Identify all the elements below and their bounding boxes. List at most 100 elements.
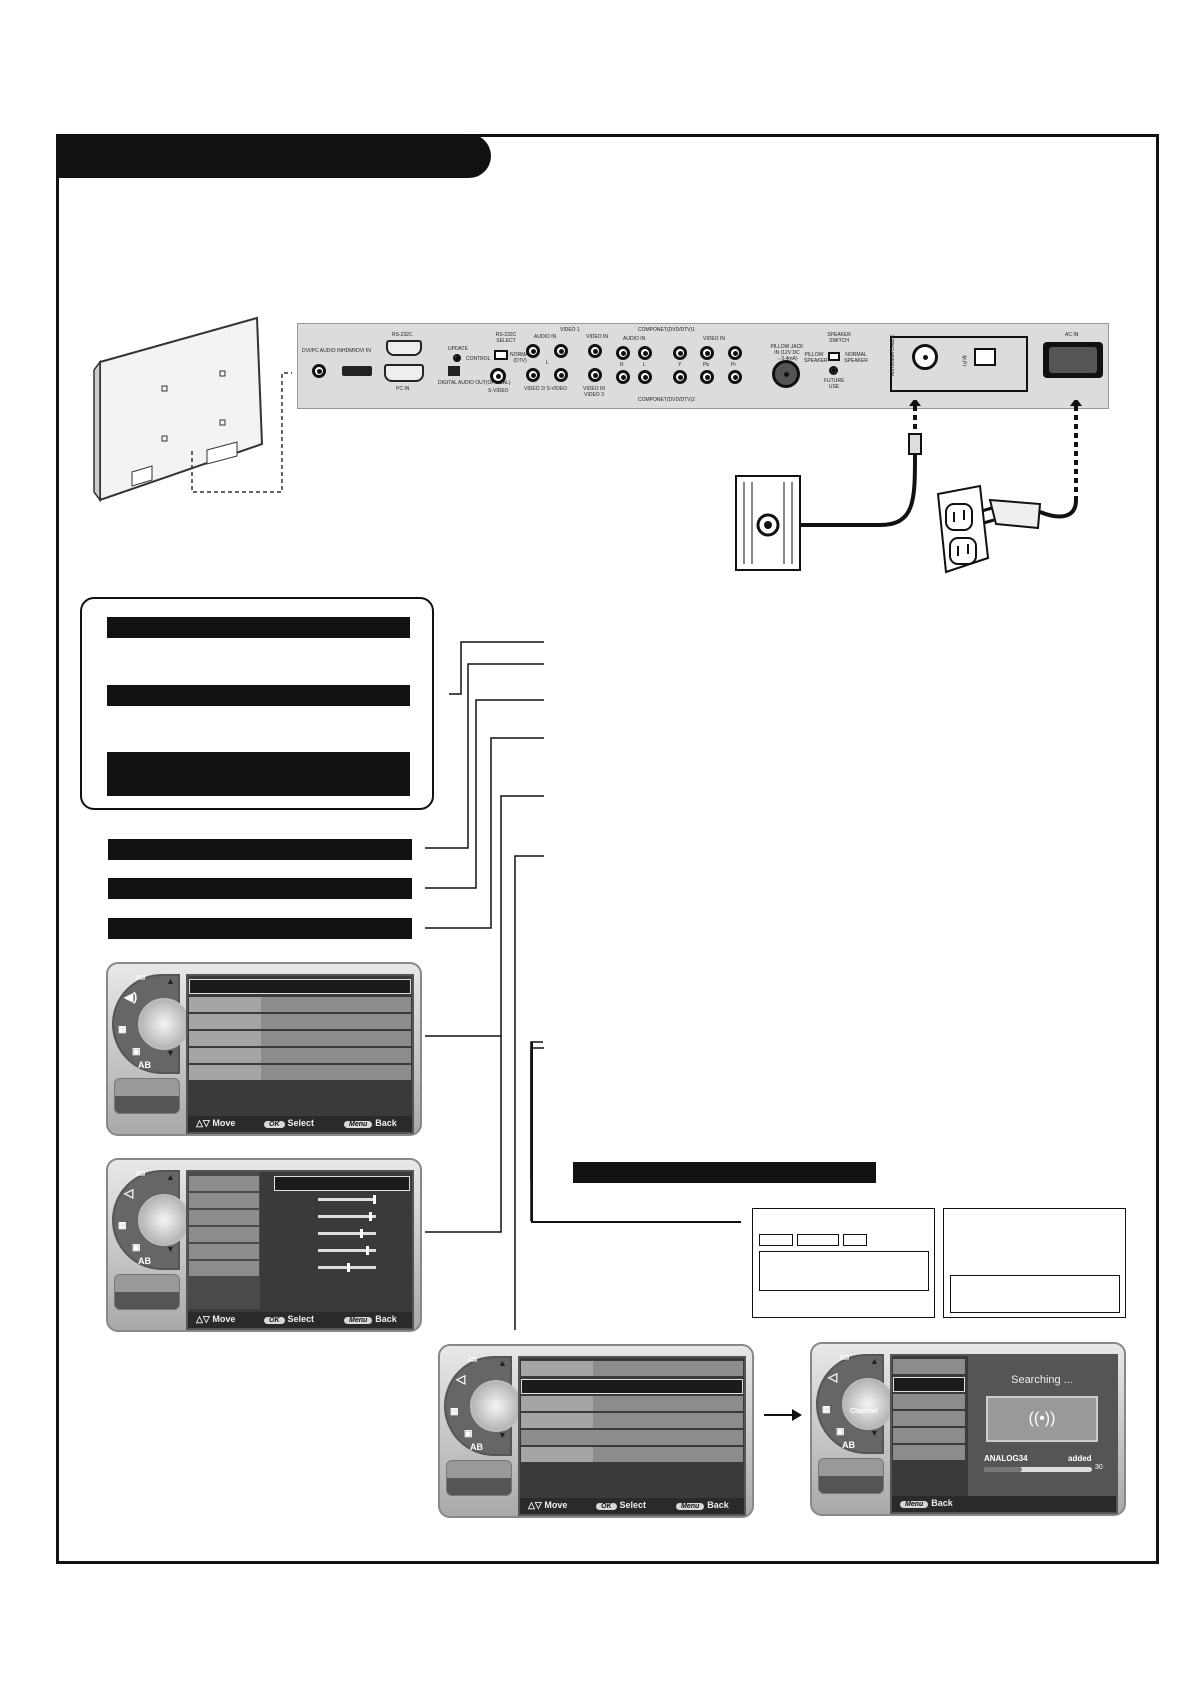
video1-audio-r-jack[interactable] xyxy=(554,344,568,358)
screen-icon[interactable]: ▭ xyxy=(136,1168,146,1179)
menu-row[interactable] xyxy=(893,1428,965,1443)
comp1-pb-jack[interactable] xyxy=(700,346,714,360)
up-arrow-icon[interactable]: ▲ xyxy=(870,1356,879,1366)
channel-icon[interactable]: ▦ xyxy=(450,1406,459,1416)
menu-row[interactable] xyxy=(189,1227,259,1242)
comp1-pr-jack[interactable] xyxy=(728,346,742,360)
menu-row[interactable] xyxy=(521,1413,743,1428)
menu-row[interactable] xyxy=(893,1394,965,1409)
down-arrow-icon[interactable]: ▼ xyxy=(870,1428,879,1438)
menu-row[interactable] xyxy=(893,1411,965,1426)
menu-row[interactable] xyxy=(189,1031,411,1046)
menu-row[interactable] xyxy=(521,1447,743,1462)
slider-knob[interactable] xyxy=(373,1195,376,1204)
menu-value-field[interactable] xyxy=(274,1176,410,1191)
channel-icon[interactable]: ▦ xyxy=(822,1404,831,1414)
speaker-icon[interactable]: ◁ xyxy=(828,1370,838,1384)
picture-slider[interactable] xyxy=(318,1212,376,1221)
search-progress-fill xyxy=(984,1467,1022,1472)
svideo-jack[interactable] xyxy=(490,368,506,384)
menu-row[interactable] xyxy=(893,1445,965,1460)
mini-button-2[interactable] xyxy=(797,1234,839,1246)
ab-icon[interactable]: AB xyxy=(138,1060,151,1070)
menu-row-selected[interactable] xyxy=(189,979,411,994)
speaker-icon[interactable]: ◁ xyxy=(124,1186,134,1200)
rs232c-port[interactable] xyxy=(386,340,422,356)
slider-knob[interactable] xyxy=(366,1246,369,1255)
picture-slider[interactable] xyxy=(318,1263,376,1272)
ab-icon[interactable]: AB xyxy=(470,1442,483,1452)
menu-row[interactable] xyxy=(189,1014,411,1029)
video1-video-jack[interactable] xyxy=(588,344,602,358)
lock-icon[interactable]: ▣ xyxy=(836,1426,845,1436)
comp2-pb-jack[interactable] xyxy=(700,370,714,384)
dvi-audio-jack[interactable] xyxy=(312,364,326,378)
menu-row[interactable] xyxy=(521,1396,743,1411)
menu-row[interactable] xyxy=(521,1430,743,1445)
optical-port[interactable] xyxy=(448,366,460,376)
screen-icon[interactable]: ▭ xyxy=(136,972,146,983)
video1-audio-l-jack[interactable] xyxy=(526,344,540,358)
menu-row[interactable] xyxy=(189,1193,259,1208)
comp1-audio-l-jack[interactable] xyxy=(616,346,630,360)
update-jack[interactable] xyxy=(453,354,461,362)
up-arrow-icon[interactable]: ▲ xyxy=(498,1358,507,1368)
ab-icon[interactable]: AB xyxy=(138,1256,151,1266)
comp2-audio-r-jack[interactable] xyxy=(638,370,652,384)
comp2-audio-l-jack[interactable] xyxy=(616,370,630,384)
slider-knob[interactable] xyxy=(369,1212,372,1221)
speaker-icon[interactable]: ◀) xyxy=(124,990,138,1004)
down-arrow-icon[interactable]: ▼ xyxy=(498,1430,507,1440)
ac-in-socket[interactable] xyxy=(1043,342,1103,378)
menu-row[interactable] xyxy=(189,1176,259,1191)
menu-row[interactable] xyxy=(189,1244,259,1259)
future-use-jack[interactable] xyxy=(829,366,838,375)
picture-slider[interactable] xyxy=(318,1229,376,1238)
picture-slider[interactable] xyxy=(318,1195,376,1204)
video2-audio-r-jack[interactable] xyxy=(554,368,568,382)
menu-row[interactable] xyxy=(189,1261,259,1276)
comp2-pr-jack[interactable] xyxy=(728,370,742,384)
menu-row[interactable] xyxy=(189,1048,411,1063)
mini-field-2[interactable] xyxy=(950,1275,1120,1313)
comp2-y-jack[interactable] xyxy=(673,370,687,384)
info-box-2 xyxy=(943,1208,1126,1318)
rs-select-switch[interactable] xyxy=(494,350,508,360)
menu-row-selected[interactable] xyxy=(521,1379,743,1394)
menu-row[interactable] xyxy=(189,1065,411,1080)
up-arrow-icon[interactable]: ▲ xyxy=(166,976,175,986)
menu-row[interactable] xyxy=(893,1359,965,1374)
speaker-icon[interactable]: ◁ xyxy=(456,1372,466,1386)
slider-knob[interactable] xyxy=(360,1229,363,1238)
picture-slider[interactable] xyxy=(318,1246,376,1255)
screen-icon[interactable]: ▭ xyxy=(468,1354,478,1365)
video2-audio-l-jack[interactable] xyxy=(526,368,540,382)
comp1-y-jack[interactable] xyxy=(673,346,687,360)
video3-video-jack[interactable] xyxy=(588,368,602,382)
ab-icon[interactable]: AB xyxy=(842,1440,855,1450)
mini-button-3[interactable] xyxy=(843,1234,867,1246)
menu-row[interactable] xyxy=(521,1361,743,1376)
slider-knob[interactable] xyxy=(347,1263,350,1272)
menu-row[interactable] xyxy=(189,997,411,1012)
antenna-jack[interactable] xyxy=(912,344,938,370)
menu-row-selected[interactable] xyxy=(893,1377,965,1392)
channel-icon[interactable]: ▦ xyxy=(118,1220,127,1230)
lock-icon[interactable]: ▣ xyxy=(132,1046,141,1056)
pillow-jack[interactable] xyxy=(772,360,800,388)
lock-icon[interactable]: ▣ xyxy=(464,1428,473,1438)
channel-icon[interactable]: ▦ xyxy=(118,1024,127,1034)
lock-icon[interactable]: ▣ xyxy=(132,1242,141,1252)
mini-button-1[interactable] xyxy=(759,1234,793,1246)
mpi-port[interactable] xyxy=(974,348,996,366)
menu-row[interactable] xyxy=(189,1210,259,1225)
screen-icon[interactable]: ▭ xyxy=(840,1352,850,1363)
mini-field[interactable] xyxy=(759,1251,929,1291)
speaker-switch[interactable] xyxy=(828,352,840,361)
comp1-audio-r-jack[interactable] xyxy=(638,346,652,360)
down-arrow-icon[interactable]: ▼ xyxy=(166,1048,175,1058)
down-arrow-icon[interactable]: ▼ xyxy=(166,1244,175,1254)
up-arrow-icon[interactable]: ▲ xyxy=(166,1172,175,1182)
pc-in-port[interactable] xyxy=(384,364,424,382)
hdmi-port[interactable] xyxy=(342,366,372,376)
